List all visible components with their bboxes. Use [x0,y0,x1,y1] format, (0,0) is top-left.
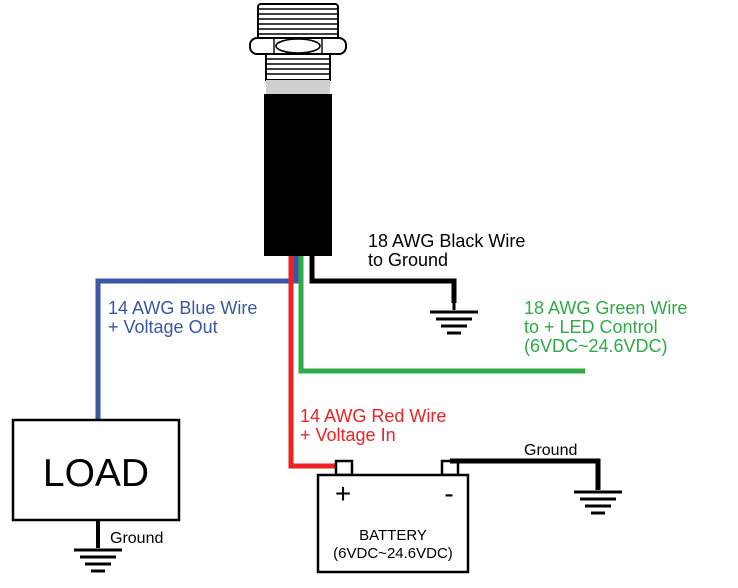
battery-positive-terminal [334,459,354,477]
blue-wire [95,256,299,420]
switch-collar [266,80,330,94]
blue-wire-label-line2: + Voltage Out [108,317,218,337]
switch-barrel [264,94,332,256]
ground-symbol-battery [574,490,622,515]
green-wire-label: 18 AWG Green Wire to + LED Control (6VDC… [524,298,687,356]
switch-thread [257,3,339,41]
battery-minus-sign: - [444,478,453,509]
green-wire-label-line3: (6VDC~24.6VDC) [524,336,668,356]
black-wire-label: 18 AWG Black Wire to Ground [368,231,525,270]
red-wire [288,256,344,469]
green-wire [298,256,585,374]
switch-nut [249,37,347,55]
blue-wire-label: 14 AWG Blue Wire + Voltage Out [108,298,257,337]
load-ground-label: Ground [110,530,163,547]
battery-label: BATTERY [359,527,427,544]
load-label: LOAD [43,452,149,495]
black-wire [309,256,457,303]
battery-ground-wire [450,458,601,490]
green-wire-label-line1: 18 AWG Green Wire [524,298,687,318]
battery-plus-sign: + [335,478,351,509]
switch-component [249,3,347,256]
battery-component: + - BATTERY (6VDC~24.6VDC) [316,459,470,574]
red-wire-label-line1: 14 AWG Red Wire [300,406,446,426]
green-wire-label-line2: to + LED Control [524,317,658,337]
ground-symbol-load [74,548,122,573]
blue-wire-label-line1: 14 AWG Blue Wire [108,298,257,318]
switch-lower-thread [265,53,331,81]
black-wire-label-line2: to Ground [368,250,448,270]
red-wire-label: 14 AWG Red Wire + Voltage In [300,406,446,445]
battery-range: (6VDC~24.6VDC) [333,545,453,562]
load-component: LOAD Ground [11,418,181,573]
black-wire-label-line1: 18 AWG Black Wire [368,231,525,251]
ground-symbol-black-wire [430,303,478,335]
battery-body [316,473,470,574]
battery-ground-label: Ground [524,442,577,459]
red-wire-label-line2: + Voltage In [300,425,396,445]
